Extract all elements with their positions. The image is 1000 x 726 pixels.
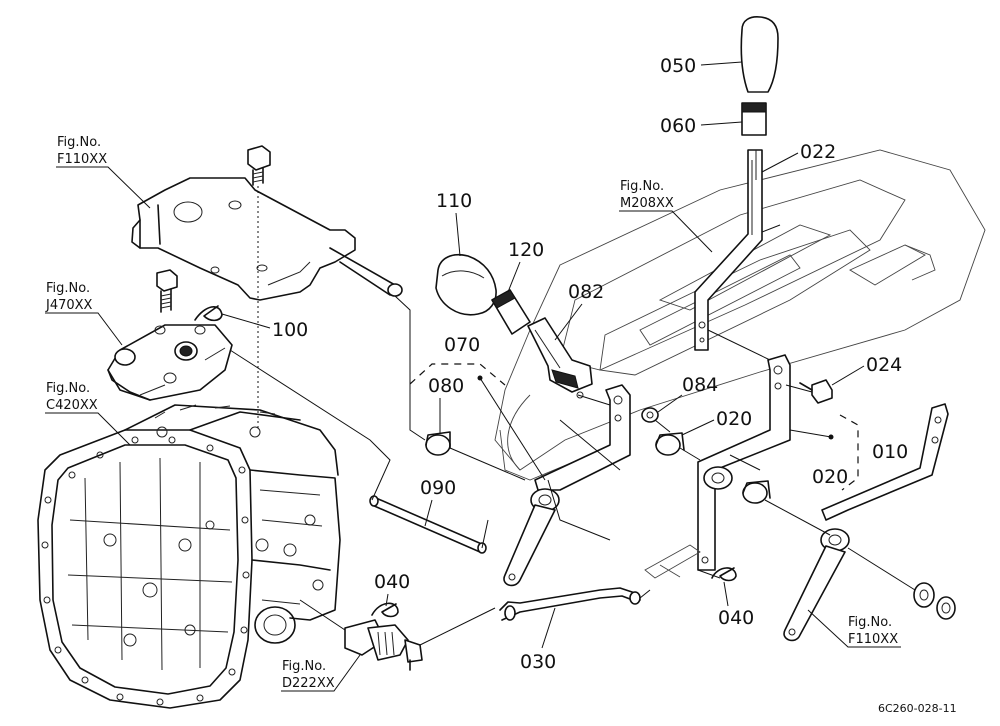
fig-ref-d222: Fig.No. D222XX [281,654,361,692]
side-bolt [156,269,178,313]
lever-022 [694,149,763,351]
fig-ref-c420: Fig.No. C420XX [45,381,131,446]
spacer-060 [741,102,767,136]
callout-024: 024 [866,354,902,376]
bushing-020-a [655,432,685,456]
callout-100: 100 [272,319,308,341]
lever-082 [527,317,593,399]
svg-text:Fig.No.: Fig.No. [282,659,326,674]
valve-block [107,324,233,401]
snap-pin-040-b [711,567,737,582]
flange-holes [41,436,250,706]
svg-text:Fig.No.: Fig.No. [620,179,664,194]
svg-text:F110XX: F110XX [848,632,898,647]
svg-text:Fig.No.: Fig.No. [46,381,90,396]
callout-080: 080 [428,375,464,397]
fig-ref-m208: Fig.No. M208XX [619,179,713,253]
transmission-housing [37,404,341,709]
callout-020-a: 020 [716,408,752,430]
snap-pin-040-a [371,602,399,618]
fig-ref-f110-bottom: Fig.No. F110XX [807,609,901,648]
bracket-070 [503,384,631,587]
shaft-090 [369,495,487,554]
sleeve-120 [491,289,531,335]
callout-120: 120 [508,239,544,261]
svg-text:F110XX: F110XX [57,152,107,167]
washers-right [913,582,956,620]
svg-text:Fig.No.: Fig.No. [848,615,892,630]
callout-070: 070 [444,334,480,356]
right-lever [783,403,949,642]
callout-084: 084 [682,374,718,396]
assembly-lines [229,224,916,646]
callout-082: 082 [568,281,604,303]
knob-050 [740,16,779,93]
svg-text:Fig.No.: Fig.No. [46,281,90,296]
callout-090: 090 [420,477,456,499]
bushing-080 [425,431,451,456]
callout-022: 022 [800,141,836,163]
knob-110 [435,254,497,316]
callout-060: 060 [660,115,696,137]
callouts: 050 060 022 110 120 082 100 070 080 084 … [221,55,908,673]
callout-010: 010 [872,441,908,463]
snap-pin-100 [194,305,223,322]
drawing-code: 6C260-028-11 [878,702,957,715]
top-bolt [247,145,271,430]
callout-020-b: 020 [812,466,848,488]
svg-text:Fig.No.: Fig.No. [57,135,101,150]
group-bracket-010 [789,414,859,491]
svg-text:C420XX: C420XX [46,398,98,413]
bolt-024 [799,379,833,404]
bushing-020-b [742,480,771,504]
svg-text:D222XX: D222XX [282,676,335,691]
callout-110: 110 [436,190,472,212]
callout-050: 050 [660,55,696,77]
callout-040-b: 040 [718,607,754,629]
group-bracket-070 [409,363,546,481]
fig-ref-f110-top: Fig.No. F110XX [56,135,151,209]
floor-plate [494,149,986,481]
fig-ref-j470: Fig.No. J470XX [45,281,123,346]
upper-bracket [131,177,403,301]
callout-040-a: 040 [374,571,410,593]
svg-text:M208XX: M208XX [620,196,674,211]
svg-text:J470XX: J470XX [45,298,93,313]
joint-d222 [344,619,423,671]
rod-030 [499,544,701,621]
washer-084 [641,407,659,423]
bracket-010 [697,354,791,571]
callout-030: 030 [520,651,556,673]
